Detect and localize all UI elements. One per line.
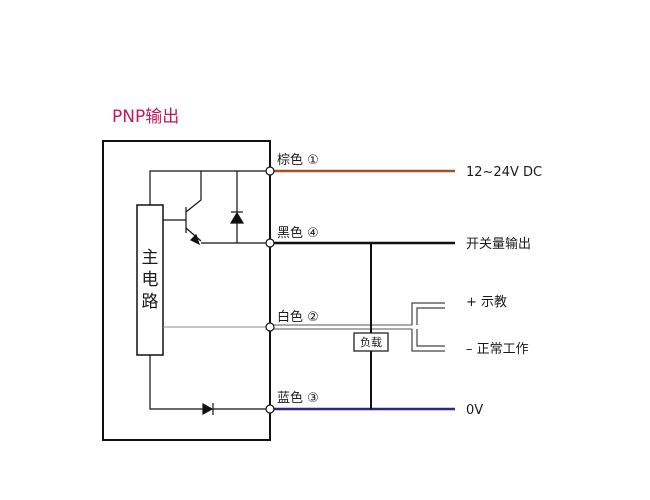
transistor-icon: [163, 171, 270, 246]
wire-white: [270, 324, 412, 330]
signal-label-supply: 12~24V DC: [466, 165, 542, 180]
main-circuit-block: [136, 204, 164, 356]
diagram-title: PNP输出: [112, 107, 179, 127]
wire-label-white: 白色 ②: [277, 309, 319, 325]
wire-label-blue: 蓝色 ③: [277, 390, 319, 406]
load-label: 负载: [360, 335, 382, 349]
ground-diode-icon: [202, 402, 214, 416]
terminal-black: [265, 238, 275, 248]
terminal-white: [265, 322, 275, 332]
load-box: [353, 332, 389, 352]
wire-label-black: 黑色 ④: [277, 225, 319, 241]
internal-ground-line: [149, 355, 270, 410]
signal-label-ground: 0V: [466, 403, 483, 418]
main-circuit-char-1: 主: [142, 248, 159, 268]
terminal-blue: [265, 404, 275, 414]
sensor-housing: [102, 140, 271, 441]
main-circuit-char-3: 路: [142, 292, 159, 312]
terminal-brown: [265, 166, 275, 176]
internal-supply-line: [149, 170, 270, 205]
main-circuit-char-2: 电: [142, 270, 159, 290]
terminals: [265, 166, 275, 414]
teach-switch-icon: [411, 302, 445, 352]
signal-label-teach: + 示教: [466, 294, 507, 310]
wire-label-brown: 棕色 ①: [277, 152, 319, 168]
protection-diode-icon: [229, 171, 245, 243]
signal-label-output: 开关量输出: [466, 236, 531, 252]
signal-label-normal: – 正常工作: [466, 342, 529, 357]
